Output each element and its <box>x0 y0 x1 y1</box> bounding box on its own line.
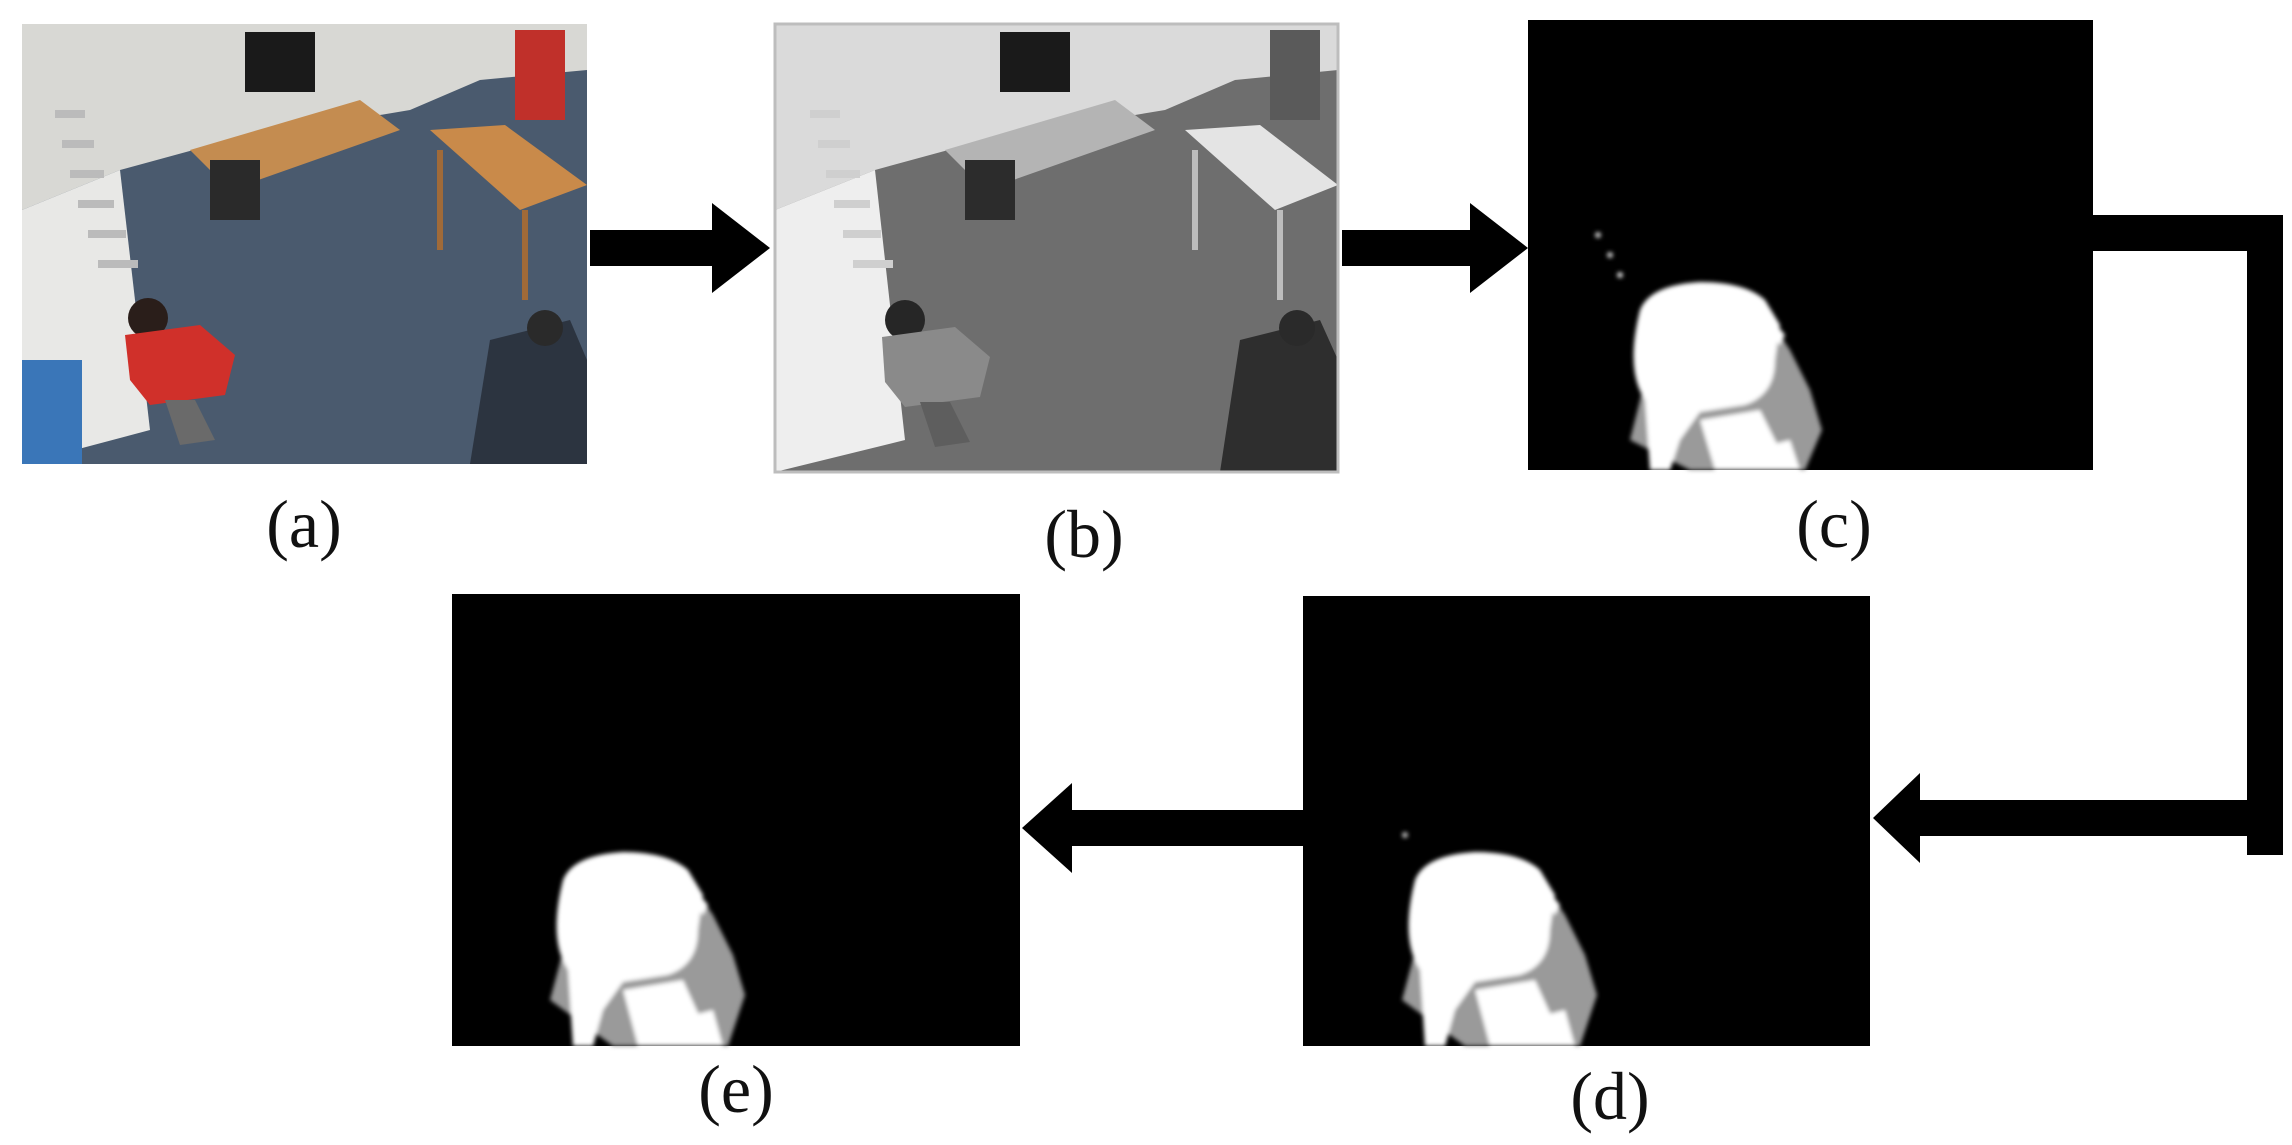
person <box>125 298 235 445</box>
red-cylinder <box>515 30 565 120</box>
wooden-table <box>430 125 587 300</box>
panel-b-grayscale-frame <box>775 24 1338 472</box>
arrow-left-icon <box>1022 783 1303 873</box>
arrow-right-icon <box>590 203 770 293</box>
panel-a-color-frame <box>22 24 587 464</box>
seated-person <box>470 310 587 464</box>
shelving-rack <box>55 110 138 268</box>
caption-e: (e) <box>698 1051 774 1127</box>
panel-e-final-mask <box>452 594 1020 1046</box>
panel-b-border <box>773 22 1340 474</box>
arrow-right-icon <box>1342 203 1528 293</box>
blue-door <box>22 360 82 464</box>
caption-d: (d) <box>1570 1058 1650 1134</box>
caption-a: (a) <box>266 486 342 562</box>
desk <box>190 32 400 220</box>
elbow-arrow-icon <box>1873 215 2283 863</box>
caption-b: (b) <box>1044 496 1124 572</box>
panel-d-filtered-mask <box>1303 596 1870 1046</box>
panel-c-foreground-mask <box>1528 20 2093 470</box>
person-blob <box>1633 282 1780 470</box>
caption-c: (c) <box>1796 486 1872 562</box>
